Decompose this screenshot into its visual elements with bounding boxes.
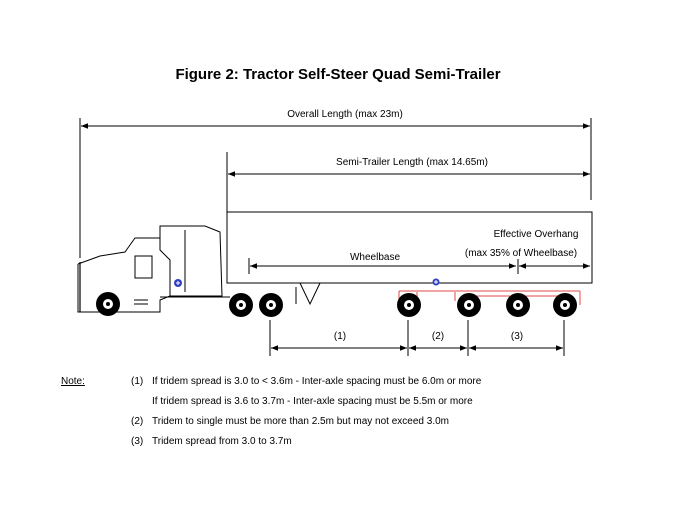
trailer-chassis — [227, 282, 330, 306]
tractor-window — [134, 255, 153, 279]
landing-gear — [299, 282, 321, 306]
effective-overhang-limit-label: (max 35% of Wheelbase) — [465, 248, 577, 259]
steer-wheel — [96, 292, 120, 316]
tractor — [77, 225, 230, 313]
semi-trailer-length-label: Semi-Trailer Length (max 14.65m) — [336, 157, 488, 168]
wheelbase-label: Wheelbase — [350, 252, 400, 263]
tractor-hood — [77, 237, 160, 265]
axle-group-frame — [398, 290, 581, 305]
overall-length-label: Overall Length (max 23m) — [287, 109, 403, 120]
figure-title: Figure 2: Tractor Self-Steer Quad Semi-T… — [175, 66, 501, 83]
spacing-3-label: (3) — [511, 331, 523, 342]
wheelbase-dimension: Wheelbase Effective Overhang (max 35% of… — [248, 229, 590, 274]
axle-spacing-dimensions: (1) (2) (3) — [269, 320, 565, 356]
effective-overhang-label: Effective Overhang — [494, 229, 579, 240]
wheels — [96, 292, 577, 317]
overall-length-dimension: Overall Length (max 23m) — [79, 109, 592, 258]
trailer-single-axle-wheel — [397, 293, 421, 317]
semi-trailer-length-dimension: Semi-Trailer Length (max 14.65m) — [226, 152, 590, 212]
tractor-cab — [77, 225, 223, 313]
tridem-wheel-2 — [506, 293, 530, 317]
tridem-wheel-3 — [553, 293, 577, 317]
tridem-wheel-1 — [457, 293, 481, 317]
trailer-body — [226, 211, 593, 284]
spacing-2-label: (2) — [432, 331, 444, 342]
drive-wheel-rear — [259, 293, 283, 317]
drive-wheel-front — [229, 293, 253, 317]
trailer-logo — [432, 278, 440, 286]
spacing-1-label: (1) — [334, 331, 346, 342]
